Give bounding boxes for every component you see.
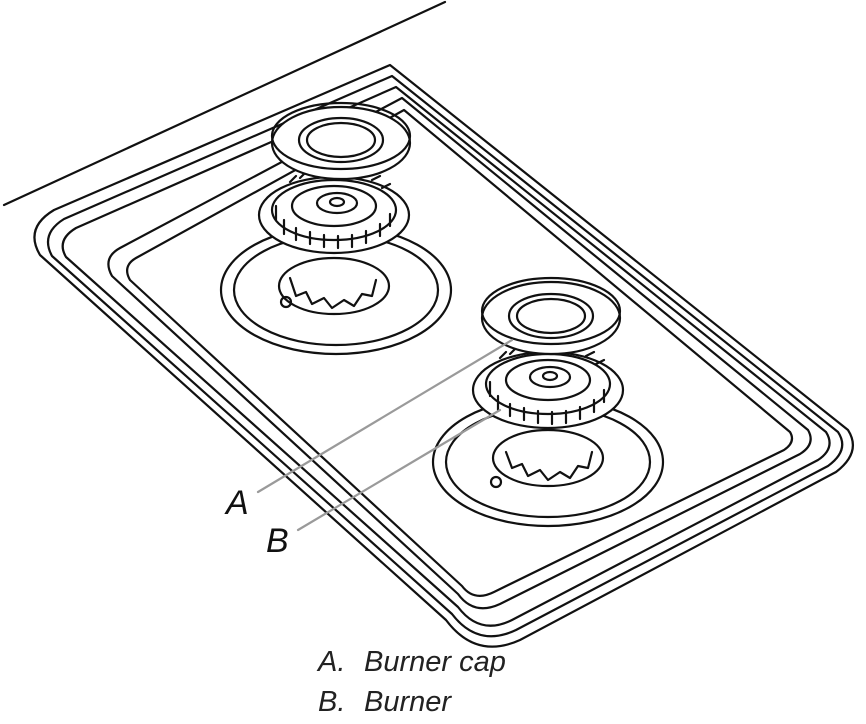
leader-line-b [296,408,502,532]
cooktop-tray [107,96,812,610]
legend-item-burner-cap: A. Burner cap [318,648,506,677]
legend-key: A. [318,646,346,678]
legend-item-burner: B. Burner [318,688,451,717]
cooktop-rim [33,63,854,648]
countertop-edge [2,0,447,207]
leader-line-a [256,338,514,494]
callout-label-b: B [266,522,289,560]
legend-label: Burner [364,686,452,718]
callout-label-a: A [226,484,249,522]
legend-key: B. [318,686,346,718]
lower-burner-assembly [431,276,665,528]
upper-burner-assembly [219,101,453,356]
legend-label: Burner cap [364,646,506,678]
